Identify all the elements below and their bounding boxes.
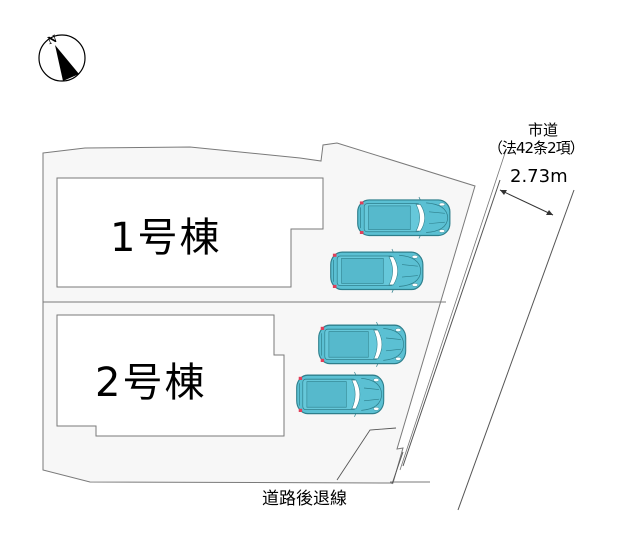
setback-line-label: 道路後退線 — [262, 489, 347, 509]
road-name: 市道 — [528, 121, 559, 139]
setback-leader-line — [336, 427, 397, 481]
car-4 — [296, 371, 385, 418]
road-width-label: 2.73m — [510, 166, 568, 187]
building-2-footprint — [56, 314, 285, 437]
road-classification: （法42条2項） — [488, 139, 585, 157]
building-1-label: 1号棟 — [110, 215, 222, 261]
compass-rose — [38, 34, 86, 82]
road-edge-left — [402, 179, 501, 467]
road-edge-right — [457, 189, 575, 511]
car-2 — [330, 248, 424, 294]
building-2-label: 2号棟 — [95, 360, 207, 406]
road-width-dimension — [499, 189, 554, 216]
road-edge-inner — [399, 149, 507, 471]
building-1-footprint — [56, 177, 324, 288]
car-3 — [318, 321, 407, 368]
car-1 — [357, 196, 451, 240]
north-arrow-icon — [55, 45, 79, 81]
